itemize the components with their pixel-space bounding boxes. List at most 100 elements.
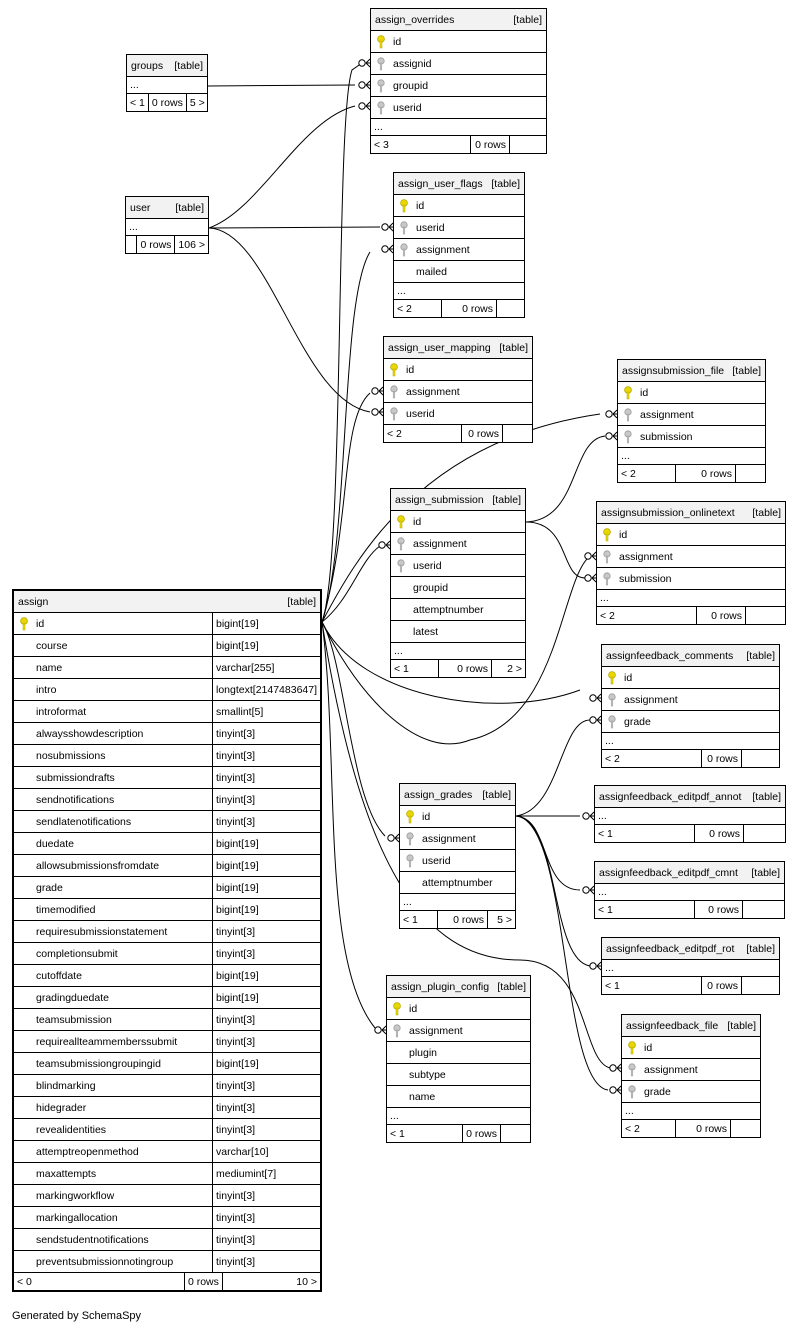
column-row[interactable]: grade bbox=[602, 711, 779, 733]
column-row[interactable]: assignid bbox=[371, 53, 546, 75]
column-row[interactable]: assignment bbox=[384, 381, 532, 403]
column-row[interactable]: assignment bbox=[622, 1059, 760, 1081]
column-row[interactable]: assignment bbox=[400, 828, 515, 850]
column-row[interactable]: attemptnumber bbox=[391, 599, 525, 621]
parents-count[interactable]: < 1 bbox=[387, 1125, 463, 1142]
table-assignfeedback-editpdf-annot[interactable]: assignfeedback_editpdf_annot[table]...< … bbox=[594, 785, 786, 843]
column-row[interactable]: id bbox=[371, 31, 546, 53]
column-row[interactable]: grade bbox=[622, 1081, 760, 1103]
column-row[interactable]: userid bbox=[391, 555, 525, 577]
table-header[interactable]: assign_user_flags[table] bbox=[394, 173, 524, 195]
table-header[interactable]: assignfeedback_editpdf_rot[table] bbox=[602, 938, 779, 960]
table-header[interactable]: assignsubmission_onlinetext[table] bbox=[597, 502, 785, 524]
table-header[interactable]: assign_grades[table] bbox=[400, 784, 515, 806]
parents-count[interactable]: < 3 bbox=[371, 136, 471, 153]
table-header[interactable]: user[table] bbox=[126, 197, 208, 219]
column-row[interactable]: id bbox=[384, 359, 532, 381]
table-header[interactable]: assignfeedback_editpdf_annot[table] bbox=[595, 786, 785, 808]
column-row[interactable]: id bbox=[602, 667, 779, 689]
column-row[interactable]: subtype bbox=[387, 1064, 530, 1086]
parents-count[interactable]: < 2 bbox=[622, 1120, 676, 1137]
column-row[interactable]: id bbox=[622, 1037, 760, 1059]
column-row[interactable]: plugin bbox=[387, 1042, 530, 1064]
parents-count[interactable]: < 1 bbox=[595, 825, 695, 842]
parents-count[interactable]: < 2 bbox=[384, 425, 462, 442]
column-row[interactable]: assignment bbox=[391, 533, 525, 555]
column-row[interactable]: assignment bbox=[618, 404, 765, 426]
table-header[interactable]: assign_submission[table] bbox=[391, 489, 525, 511]
column-row[interactable]: mailed bbox=[394, 261, 524, 283]
children-count[interactable] bbox=[741, 750, 779, 767]
column-row[interactable]: attemptnumber bbox=[400, 872, 515, 894]
table-header[interactable]: assign_user_mapping[table] bbox=[384, 337, 532, 359]
column-row[interactable]: id bbox=[400, 806, 515, 828]
column-row[interactable]: id bbox=[597, 524, 785, 546]
parents-count[interactable]: < 1 bbox=[127, 94, 149, 111]
table-header[interactable]: assignfeedback_file[table] bbox=[622, 1015, 760, 1037]
column-row[interactable]: id bbox=[618, 382, 765, 404]
column-row[interactable]: submission bbox=[618, 426, 765, 448]
children-count[interactable] bbox=[743, 825, 785, 842]
parents-count[interactable] bbox=[126, 236, 138, 253]
parents-count[interactable]: < 2 bbox=[597, 607, 697, 624]
children-count[interactable]: 2 > bbox=[491, 660, 525, 677]
parents-count[interactable]: < 1 bbox=[400, 911, 438, 928]
column-row[interactable]: assignment bbox=[602, 689, 779, 711]
children-count[interactable] bbox=[741, 977, 779, 994]
children-count[interactable] bbox=[496, 300, 524, 317]
children-count[interactable] bbox=[500, 1125, 530, 1142]
table-assignfeedback-editpdf-cmnt[interactable]: assignfeedback_editpdf_cmnt[table]...< 1… bbox=[594, 861, 785, 919]
parents-count[interactable]: < 1 bbox=[595, 901, 695, 918]
parents-count[interactable]: < 0 bbox=[14, 1273, 185, 1290]
children-count[interactable] bbox=[735, 465, 765, 482]
column-row[interactable]: id bbox=[391, 511, 525, 533]
children-count[interactable]: 5 > bbox=[185, 94, 208, 111]
table-header[interactable]: assignsubmission_file[table] bbox=[618, 360, 765, 382]
table-header[interactable]: assignfeedback_comments[table] bbox=[602, 645, 779, 667]
column-row[interactable]: latest bbox=[391, 621, 525, 643]
column-row[interactable]: userid bbox=[400, 850, 515, 872]
column-row[interactable]: userid bbox=[384, 403, 532, 425]
children-count[interactable] bbox=[742, 901, 784, 918]
table-header[interactable]: assign_plugin_config[table] bbox=[387, 976, 530, 998]
children-count[interactable] bbox=[509, 136, 546, 153]
table-header[interactable]: assign_overrides[table] bbox=[371, 9, 546, 31]
children-count[interactable]: 10 > bbox=[221, 1273, 320, 1290]
